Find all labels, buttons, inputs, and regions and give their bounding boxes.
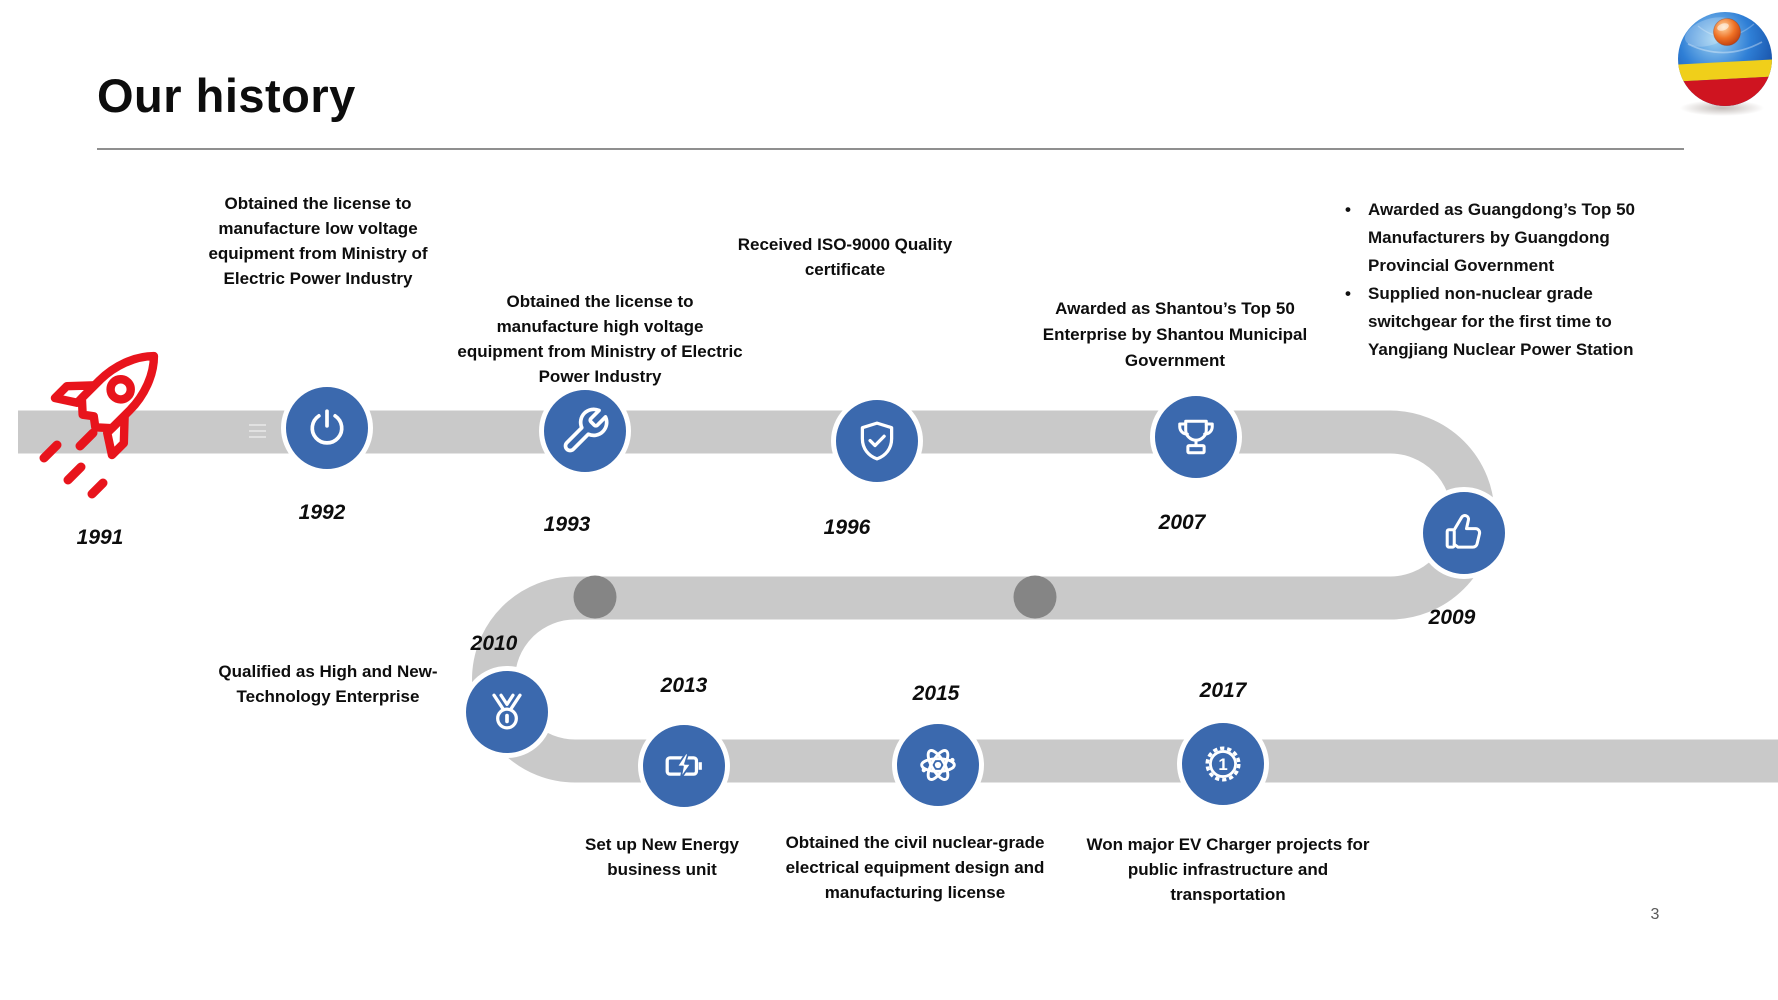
power-icon [281, 382, 373, 474]
year-2017: 2017 [1199, 679, 1247, 702]
title-underline [97, 148, 1684, 150]
event-2010-description: Qualified as High and New- Technology En… [218, 662, 438, 706]
atom-icon [892, 719, 984, 811]
wrench-icon [539, 385, 631, 477]
rocket-icon [39, 351, 159, 499]
bullet-item: • Awarded as Guangdong’s Top 50 Manufact… [1345, 196, 1690, 280]
event-1992-description: Obtained the license to manufacture low … [208, 194, 428, 288]
route-dot [573, 575, 617, 619]
shield-check-icon [831, 395, 923, 487]
route-dot [1013, 575, 1057, 619]
event-2007-description: Awarded as Shantou’s Top 50 Enterprise b… [1042, 299, 1308, 370]
watermark-lines [249, 424, 266, 438]
bullet-marker: • [1345, 284, 1351, 303]
badge-numeral: 1 [1218, 755, 1227, 774]
year-2010: 2010 [470, 632, 518, 655]
page-number: 3 [1650, 906, 1660, 923]
event-2017-description: Won major EV Charger projects for public… [1086, 835, 1370, 904]
medal-icon [461, 666, 553, 758]
event-2013-description: Set up New Energy business unit [585, 835, 739, 879]
first-place-badge-icon: 1 [1177, 718, 1269, 810]
year-1996: 1996 [823, 516, 871, 539]
year-2007: 2007 [1158, 511, 1206, 534]
event-1993-description: Obtained the license to manufacture high… [457, 292, 743, 386]
event-1996-description: Received ISO-9000 Quality certificate [737, 235, 953, 279]
event-2015-description: Obtained the civil nuclear-grade electri… [785, 833, 1045, 902]
page-title: Our history [97, 69, 356, 122]
thumbs-up-icon [1418, 487, 1510, 579]
trophy-icon [1150, 391, 1242, 483]
event-2009-description: • Awarded as Guangdong’s Top 50 Manufact… [1345, 196, 1690, 364]
battery-charging-icon [638, 720, 730, 812]
bullet-item: • Supplied non-nuclear grade switchgear … [1345, 280, 1690, 364]
year-1993: 1993 [543, 513, 591, 536]
company-logo [1678, 12, 1772, 116]
year-2015: 2015 [912, 682, 960, 705]
year-1991: 1991 [76, 526, 124, 549]
year-1992: 1992 [298, 501, 346, 524]
year-2013: 2013 [660, 674, 708, 697]
year-2009: 2009 [1428, 606, 1476, 629]
bullet-marker: • [1345, 200, 1351, 219]
